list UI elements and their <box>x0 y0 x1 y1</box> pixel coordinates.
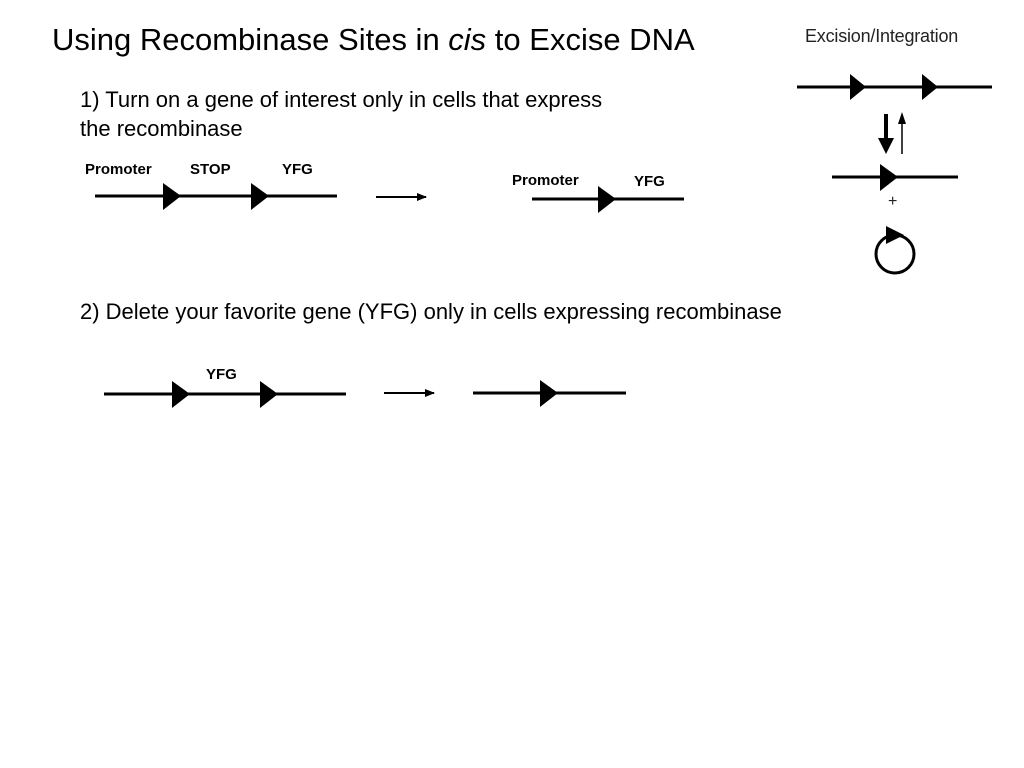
recombinase-site-1 <box>163 183 181 210</box>
step-2-after-construct <box>473 380 626 407</box>
step-1-before-construct <box>95 183 337 210</box>
step-2-before-yfg-label: YFG <box>206 366 237 383</box>
plus-sign: + <box>888 193 898 210</box>
excision-integration-title: Excision/Integration <box>805 26 959 46</box>
step-1-text: 1) Turn on a gene of interest only in ce… <box>80 85 602 143</box>
step-1-before-yfg-label: YFG <box>282 161 313 178</box>
circular-dna <box>874 233 916 275</box>
step-1-after-construct <box>532 186 684 213</box>
excised-circle <box>874 226 916 275</box>
recombinase-site-2 <box>251 183 269 210</box>
integration-arrow-head <box>898 112 906 124</box>
step-1-before-promoter-label: Promoter <box>85 161 152 178</box>
title-italic-cis: cis <box>448 22 487 57</box>
step-1-line-1: 1) Turn on a gene of interest only in ce… <box>80 87 603 112</box>
recombinase-site-1 <box>172 381 190 408</box>
step-1-line-2: the recombinase <box>80 116 243 141</box>
recombinase-site-1 <box>850 74 866 100</box>
recombinase-site <box>880 164 898 191</box>
side-panel-one-site-construct <box>832 164 958 191</box>
step-2-text: 2) Delete your favorite gene (YFG) only … <box>80 299 782 324</box>
step-1-after-yfg-label: YFG <box>634 173 665 190</box>
title-part-2: to Excise DNA <box>486 22 695 57</box>
title-part-1: Using Recombinase Sites in <box>52 22 449 57</box>
recombinase-site-2 <box>260 381 278 408</box>
step-1-after-promoter-label: Promoter <box>512 172 579 189</box>
step-2-before-construct <box>104 381 346 408</box>
excision-integration-arrows <box>878 112 906 154</box>
side-panel-two-site-construct <box>797 74 992 100</box>
circle-recombinase-site <box>886 226 904 244</box>
recombinase-site <box>598 186 616 213</box>
slide-title: Using Recombinase Sites in cis to Excise… <box>52 20 695 60</box>
excision-arrow-head <box>878 138 894 154</box>
step-1-before-stop-label: STOP <box>190 161 231 178</box>
recombinase-site-2 <box>922 74 938 100</box>
recombinase-site <box>540 380 558 407</box>
